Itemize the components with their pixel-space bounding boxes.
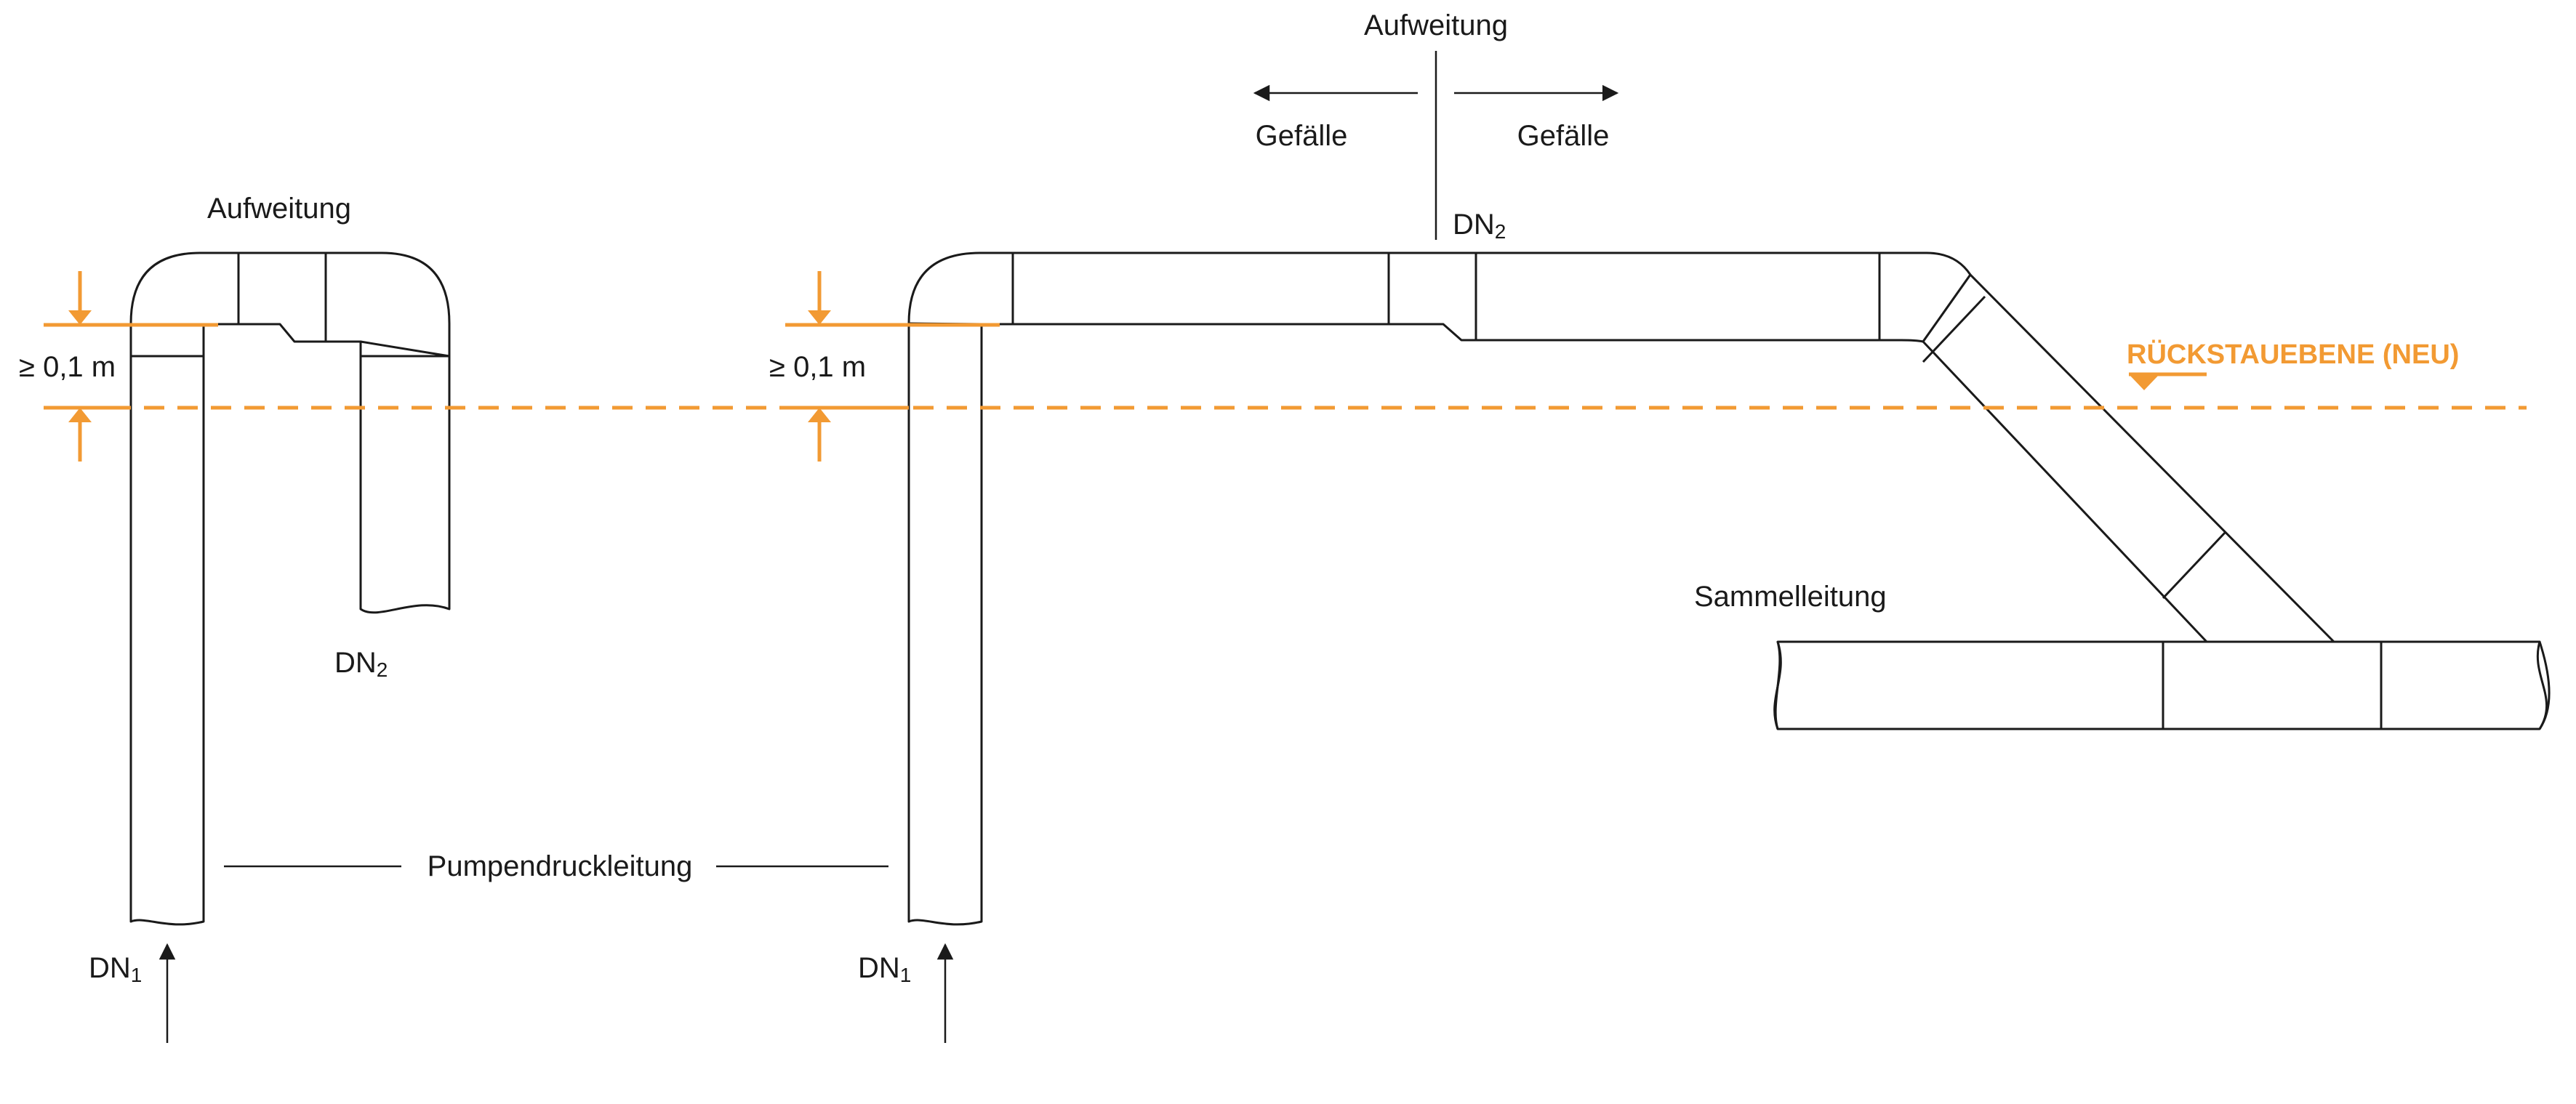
collector-start-cap [1774,641,1781,730]
dn2-label-left: DN2 [334,647,388,681]
collector-end-cap [2538,641,2551,730]
dn1-label-sub: 1 [900,964,912,986]
dn2-label-main: DN [1453,209,1495,241]
left-clearance-label: ≥ 0,1 m [19,351,116,383]
backwater-level-marker [2129,372,2207,390]
slope-label-left: Gefälle [1256,120,1348,152]
left-pump-pressure-pipe [129,322,205,926]
right-seam [2162,531,2226,600]
left-outlet-pipe-dn2 [359,340,451,614]
dn1-label-main: DN [89,952,131,984]
left-pipe-assembly [129,251,451,926]
right-horizontal-pipe [907,251,1972,358]
collector-pipe [1773,640,2548,730]
right-clearance-dimension [785,271,1000,462]
right-diagonal-pipe [1922,273,2335,643]
collector-label: Sammelleitung [1694,581,1887,613]
dn1-label-left: DN1 [89,952,142,986]
left-u-bend-expansion [129,251,451,358]
expansion-label-top: Aufweitung [1364,9,1508,41]
dn2-label-top: DN2 [1453,209,1506,243]
pump-pressure-line-label: Pumpendruckleitung [428,850,693,882]
dn2-label-sub: 2 [377,658,388,681]
dn2-label-sub: 2 [1495,220,1506,243]
right-pump-pressure-pipe [907,322,983,926]
left-clearance-dimension [44,271,218,462]
slope-label-right: Gefälle [1517,120,1610,152]
dn1-label-main: DN [858,952,900,984]
right-clearance-label: ≥ 0,1 m [769,351,866,383]
dn1-label-sub: 1 [131,964,143,986]
expansion-label-left: Aufweitung [207,193,351,225]
backwater-level-label: RÜCKSTAUEBENE (NEU) [2127,339,2459,370]
right-pipe-assembly [907,251,2551,926]
dn2-label-main: DN [334,647,377,679]
right-seam [1922,295,1986,363]
dn1-label-right: DN1 [858,952,911,986]
